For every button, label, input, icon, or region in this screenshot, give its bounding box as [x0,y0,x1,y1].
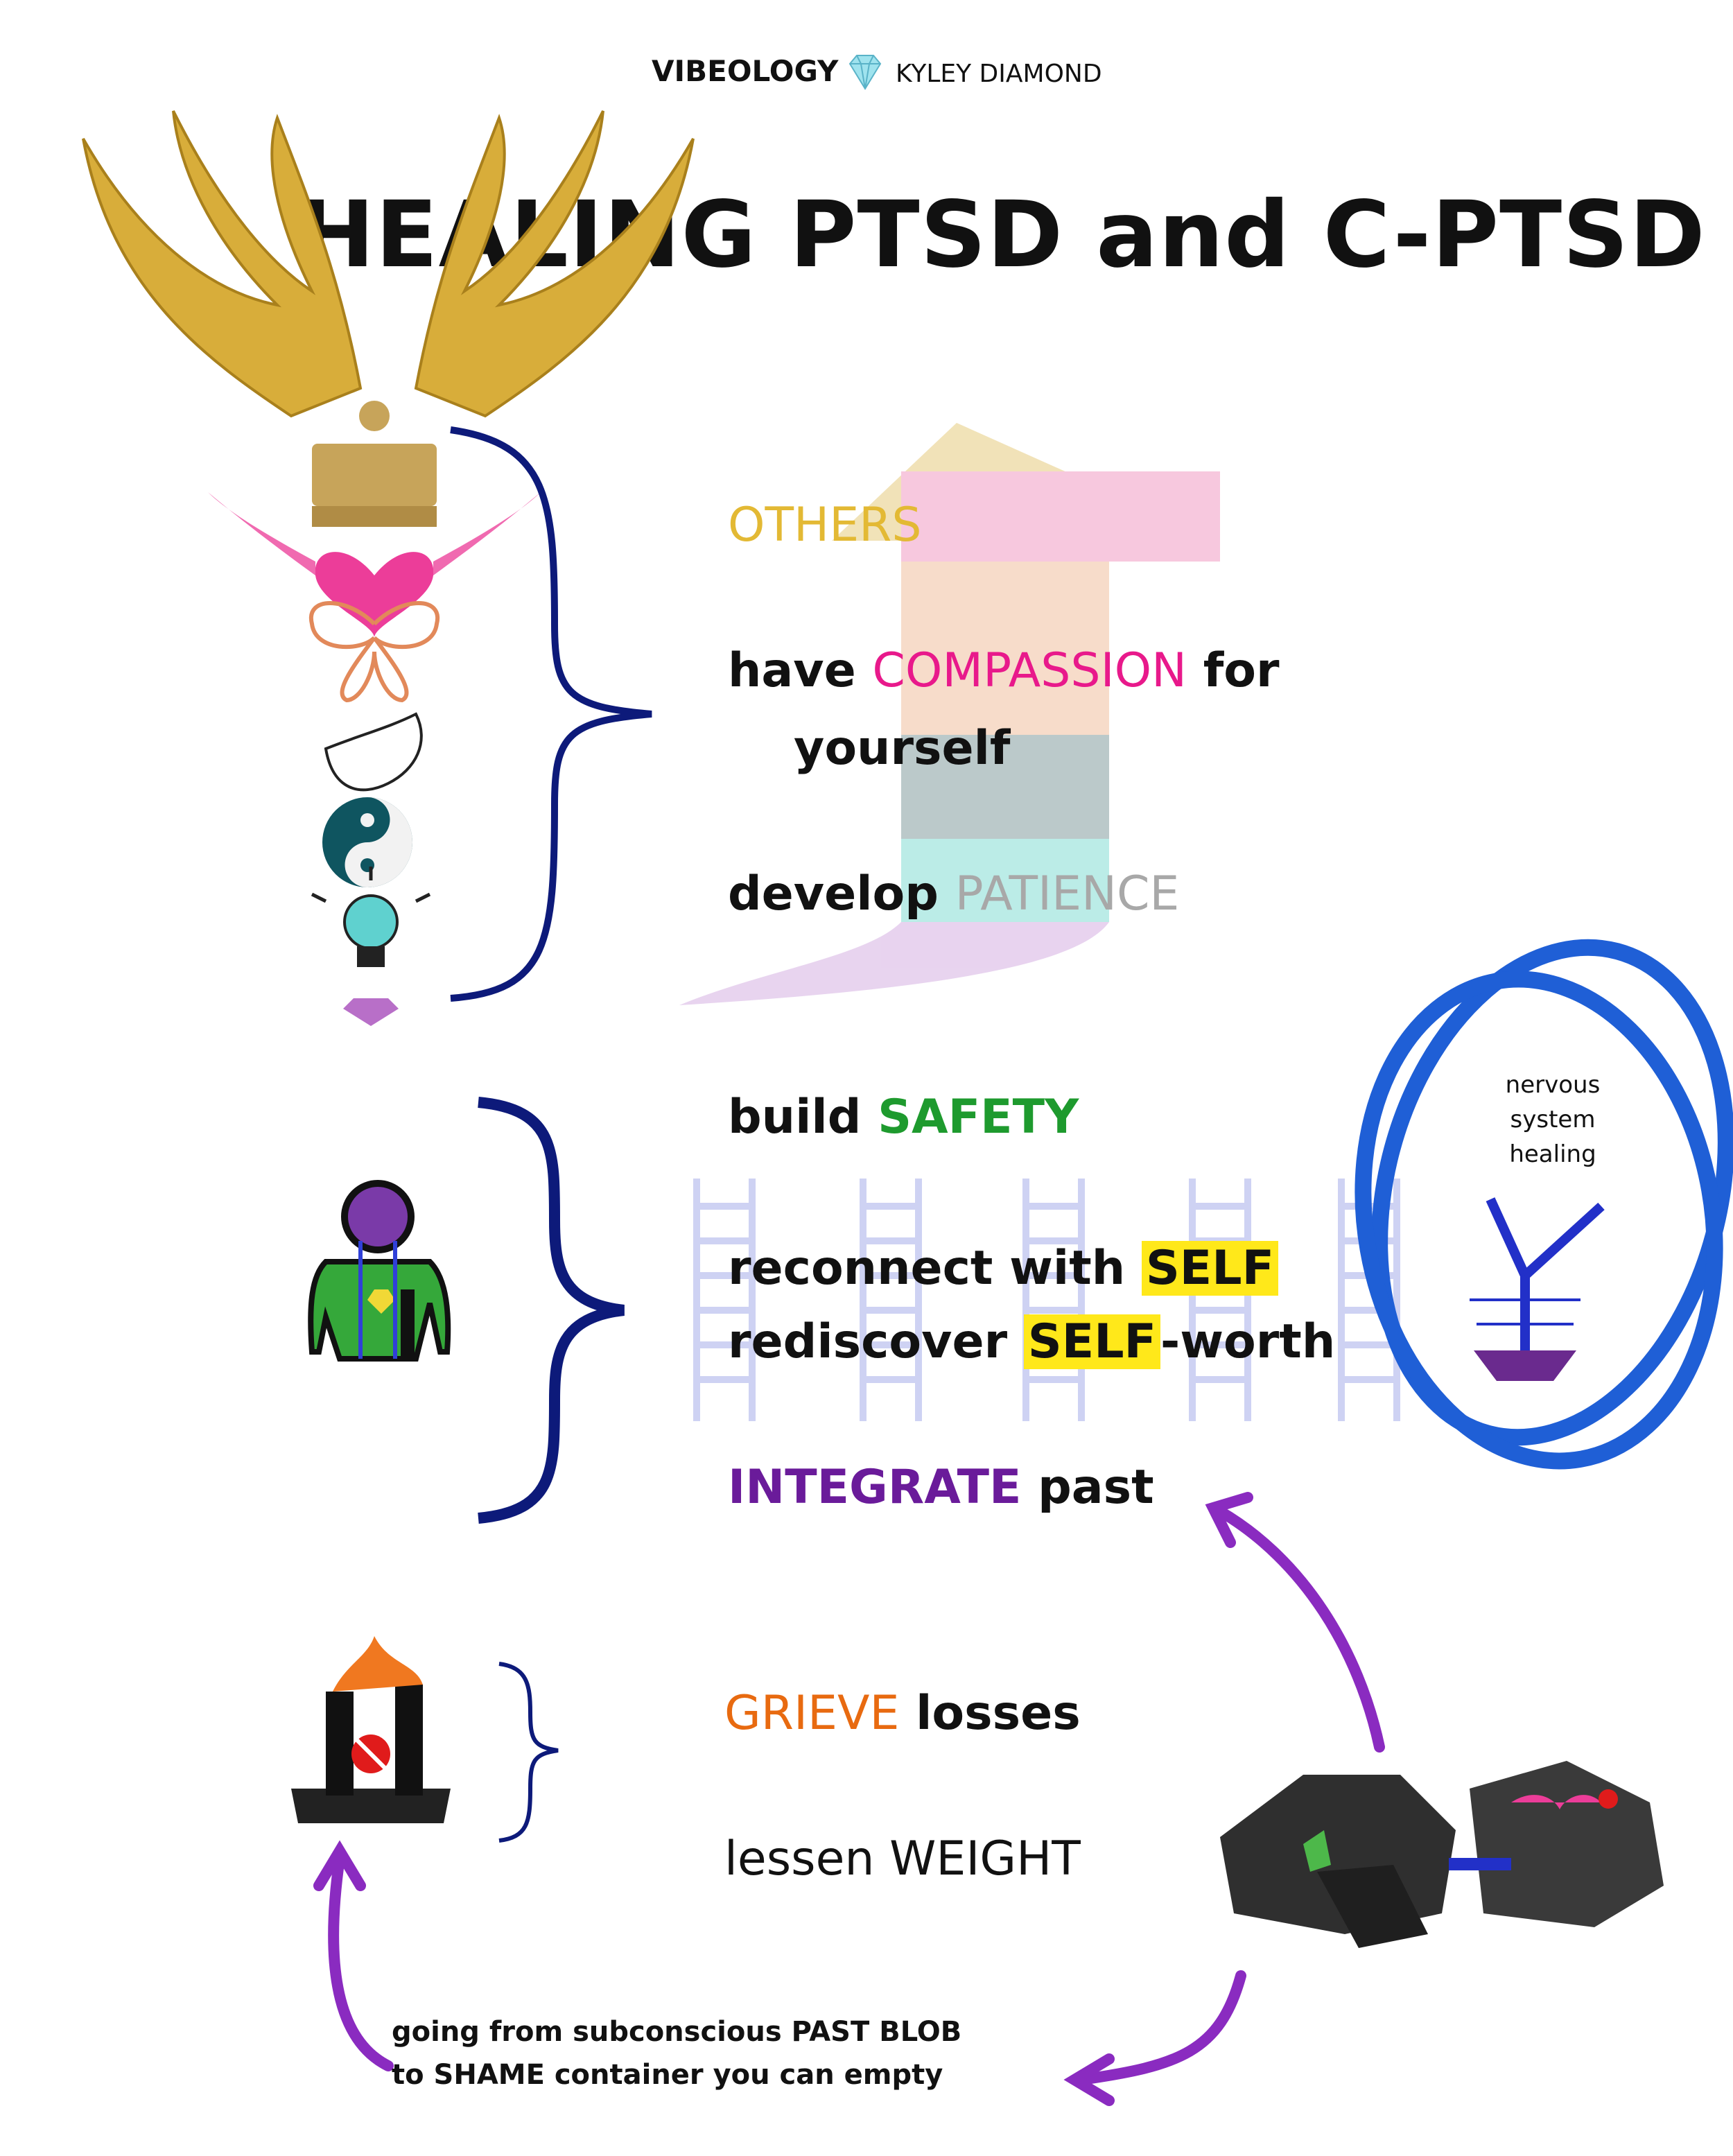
top-brace [450,426,652,1002]
safety-pre: build [728,1090,878,1145]
reconnect-line: reconnect with SELF [728,1241,1279,1296]
integrate-word: INTEGRATE [728,1460,1022,1515]
bottom-brace [498,1662,559,1843]
grieve-post: losses [899,1686,1081,1741]
brand-kyley-diamond: KYLEY DIAMOND [896,60,1102,88]
rediscover-pre: rediscover [728,1314,1024,1369]
purple-arrows [313,1492,1385,2106]
dove-icon [324,712,423,792]
butterfly-icon [308,601,440,703]
winged-heart-icon [208,492,541,638]
nervous-system-label: nervous system healing [1483,1068,1622,1172]
grieve-word: GRIEVE [724,1686,900,1741]
compassion-line-2: yourself [794,721,1011,776]
weight-line: lessen WEIGHT [724,1832,1081,1886]
crown-icon [312,401,437,527]
shame-container-icon [291,1636,451,1823]
yin-yang-icon [322,797,412,887]
brand-vibeology: VIBEOLOGY [652,54,839,88]
patience-line: develop PATIENCE [728,867,1179,921]
safety-word: SAFETY [878,1090,1079,1145]
safety-line: build SAFETY [728,1090,1079,1145]
grieve-line: GRIEVE losses [724,1686,1081,1741]
rediscover-self: SELF [1023,1314,1161,1369]
compassion-pre: have [728,643,873,698]
nervous-system-tree-icon [1470,1197,1605,1381]
nervous-line-2: system [1510,1106,1596,1133]
rediscover-line: rediscover SELF-worth [728,1314,1335,1369]
compassion-post: for [1187,643,1280,698]
nervous-line-1: nervous [1505,1071,1601,1099]
reconnect-self: SELF [1141,1241,1279,1296]
small-diamond-icon [343,998,399,1026]
caption-line-2: to SHAME container you can empty [392,2059,943,2091]
diamond-icon [844,51,886,93]
person-figure-icon [308,1180,451,1362]
compassion-word: COMPASSION [872,643,1187,698]
rediscover-post: -worth [1160,1314,1336,1369]
others-label: OTHERS [728,498,922,553]
integrate-post: past [1021,1460,1154,1515]
blob-caption: going from subconscious PAST BLOB to SHA… [392,2010,961,2096]
nervous-line-3: healing [1509,1140,1596,1168]
colored-up-arrow [679,423,1220,1005]
gold-wings-icon [82,110,695,418]
reconnect-pre: reconnect with [728,1241,1142,1296]
patience-pre: develop [728,867,955,921]
nervous-system-circle [1355,939,1733,1470]
ladders-graphic [693,1179,1400,1421]
caption-line-1: going from subconscious PAST BLOB [392,2016,962,2048]
compassion-line: have COMPASSION for [728,643,1280,698]
middle-brace [478,1097,625,1524]
lightbulb-icon [311,867,431,967]
past-blob-coal-icon [1220,1761,1664,1948]
integrate-line: INTEGRATE past [728,1460,1154,1515]
patience-word: PATIENCE [955,867,1180,921]
